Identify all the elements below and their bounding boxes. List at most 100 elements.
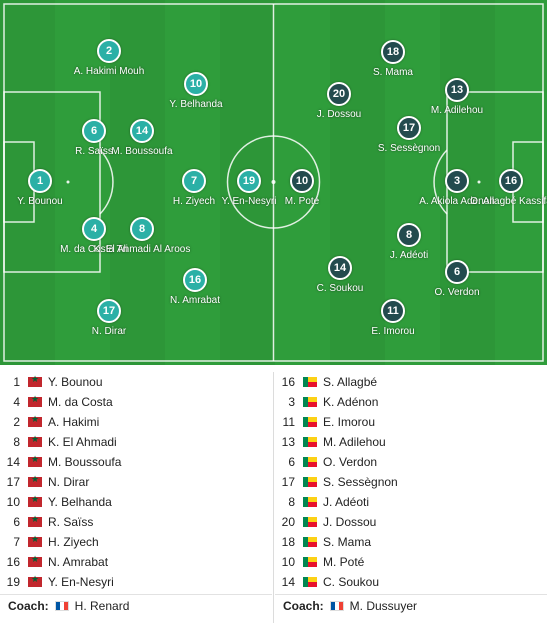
shirt-number: 6 xyxy=(13,515,20,529)
player-name: J. Dossou xyxy=(323,515,377,529)
player-name: M. da Costa xyxy=(48,395,113,409)
benin-flag-icon xyxy=(303,457,317,467)
player-number: 16 xyxy=(183,268,207,292)
morocco-flag-icon xyxy=(28,434,42,447)
player-name: N. Amrabat xyxy=(169,295,221,306)
player-number: 17 xyxy=(397,116,421,140)
player-name: R. Saïss xyxy=(75,146,113,157)
morocco-flag-icon xyxy=(28,414,42,427)
shirt-number: 19 xyxy=(6,575,20,589)
shirt-number: 20 xyxy=(281,515,295,529)
player-name: J. Adéoti xyxy=(389,250,429,261)
player-name: M. Adilehou xyxy=(323,435,386,449)
player-name: O. Allagbé Kassifa xyxy=(470,196,547,207)
france-flag-icon xyxy=(329,600,344,611)
morocco-flag-icon xyxy=(28,514,42,527)
pitch: 1 Y. Bounou 2 A. Hakimi Mouh 6 R. Saïss … xyxy=(0,0,547,365)
lineup-row[interactable]: 8K. El Ahmadi xyxy=(0,432,272,452)
lineup-row[interactable]: 14 C. Soukou xyxy=(275,572,547,592)
lineup-row[interactable]: 10 M. Poté xyxy=(275,552,547,572)
player-name: A. Hakimi Mouh xyxy=(73,66,145,77)
player-name: Y. Bounou xyxy=(48,375,103,389)
coach-label: Coach: xyxy=(8,598,49,613)
shirt-number: 4 xyxy=(13,395,20,409)
player-number: 17 xyxy=(97,299,121,323)
lineup-row[interactable]: 17N. Dirar xyxy=(0,472,272,492)
shirt-number: 17 xyxy=(6,475,20,489)
player-name: Y. Belhanda xyxy=(48,495,112,509)
shirt-number: 16 xyxy=(281,375,295,389)
player-name: M. da Costa Tri xyxy=(60,244,128,255)
shirt-number: 10 xyxy=(6,495,20,509)
player-name: N. Amrabat xyxy=(48,555,109,569)
lineup-row[interactable]: 19Y. En-Nesyri xyxy=(0,572,272,592)
player-name: M. Boussoufa xyxy=(48,455,122,469)
lineup-row[interactable]: 6 R. Saïss xyxy=(0,512,272,532)
player-name: E. Imorou xyxy=(371,326,415,337)
player-name: M. Poté xyxy=(284,196,320,207)
player-number: 19 xyxy=(237,169,261,193)
benin-flag-icon xyxy=(303,397,317,407)
shirt-number: 14 xyxy=(281,575,295,589)
morocco-flag-icon xyxy=(28,574,42,587)
player-name: S. Mama xyxy=(323,535,372,549)
player-name: A. Akiola Adenon xyxy=(419,196,495,207)
lineup-row[interactable]: 1 Y. Bounou xyxy=(0,372,272,392)
benin-flag-icon xyxy=(303,477,317,487)
lineup-row[interactable]: 7H. Ziyech xyxy=(0,532,272,552)
player-number: 6 xyxy=(82,119,106,143)
benin-flag-icon xyxy=(303,417,317,427)
shirt-number: 10 xyxy=(281,555,295,569)
morocco-flag-icon xyxy=(28,394,42,407)
coach-name[interactable]: M. Dussuyer xyxy=(349,598,418,613)
lineup-row[interactable]: 16N. Amrabat xyxy=(0,552,272,572)
lineup-row[interactable]: 2A. Hakimi xyxy=(0,412,272,432)
benin-flag-icon xyxy=(303,377,317,387)
shirt-number: 17 xyxy=(281,475,295,489)
lineup-row[interactable]: 11 E. Imorou xyxy=(275,412,547,432)
shirt-number: 8 xyxy=(288,495,295,509)
lineup-row[interactable]: 4 M. da Costa xyxy=(0,392,272,412)
column-divider xyxy=(273,372,274,623)
player-name: Y. Bounou xyxy=(17,196,63,207)
player-number: 10 xyxy=(184,72,208,96)
player-name: M. Poté xyxy=(323,555,365,569)
player-name: M. Boussoufa xyxy=(111,146,173,157)
player-number: 10 xyxy=(290,169,314,193)
benin-flag-icon xyxy=(303,557,317,567)
player-number: 8 xyxy=(130,217,154,241)
shirt-number: 8 xyxy=(13,435,20,449)
lineup-row[interactable]: 20 J. Dossou xyxy=(275,512,547,532)
morocco-flag-icon xyxy=(28,474,42,487)
player-number: 7 xyxy=(182,169,206,193)
coach-name[interactable]: H. Renard xyxy=(74,598,130,613)
shirt-number: 14 xyxy=(6,455,20,469)
player-name: K. Adénon xyxy=(323,395,379,409)
player-name: S. Sessègnon xyxy=(377,143,441,154)
pitch-stripe xyxy=(330,0,385,365)
player-name: M. Adilehou xyxy=(430,105,484,116)
player-name: C. Soukou xyxy=(323,575,380,589)
shirt-number: 1 xyxy=(13,375,20,389)
player-name: H. Ziyech xyxy=(172,196,216,207)
coach-label: Coach: xyxy=(283,598,324,613)
lineups-panel: 1 Y. Bounou 4 M. da Costa 2A. Hakimi 8K. E… xyxy=(0,372,547,623)
player-name: E. Imorou xyxy=(323,415,376,429)
player-number: 4 xyxy=(82,217,106,241)
shirt-number: 11 xyxy=(282,415,295,429)
player-name: R. Saïss xyxy=(48,515,94,529)
benin-flag-icon xyxy=(303,437,317,447)
player-number: 13 xyxy=(445,78,469,102)
player-number: 2 xyxy=(97,39,121,63)
morocco-flag-icon xyxy=(28,534,42,547)
lineup-row[interactable]: 14 M. Boussoufa xyxy=(0,452,272,472)
lineup-row[interactable]: 10 Y. Belhanda xyxy=(0,492,272,512)
